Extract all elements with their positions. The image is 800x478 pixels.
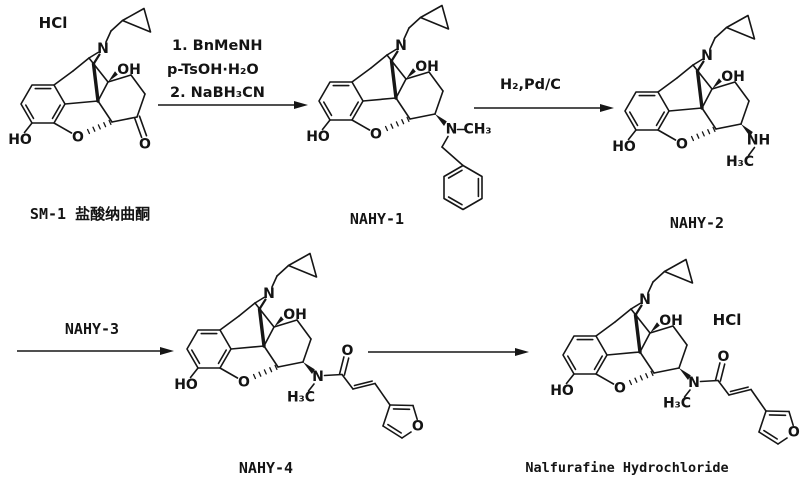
reaction-arrow-2 bbox=[474, 104, 614, 112]
reaction-arrow-1 bbox=[158, 101, 308, 109]
reagent-step1-line1: 1. BnMeNH bbox=[172, 38, 263, 54]
nahy2-methylamino-bonds bbox=[747, 146, 756, 157]
c6-n-wedge-bond bbox=[741, 124, 753, 137]
molecule-nahy4 bbox=[172, 251, 425, 439]
sm1-hcl-label: HCl bbox=[39, 14, 68, 32]
nalfurafine-furanacrylamide bbox=[662, 348, 800, 445]
reagent-step1-line2: p-TsOH·H₂O bbox=[167, 62, 259, 78]
nalfurafine-hcl-label: HCl bbox=[713, 311, 742, 329]
nalfurafine-skeleton bbox=[548, 257, 695, 401]
sm1-skeleton bbox=[6, 6, 153, 150]
reaction-arrow-4 bbox=[368, 348, 529, 356]
arrow-head bbox=[294, 101, 308, 109]
reagent-step2: H₂,Pd/C bbox=[500, 77, 561, 93]
molecule-nahy4-name: NAHY-4 bbox=[239, 459, 293, 477]
arrow-head bbox=[160, 347, 174, 355]
reaction-arrow-3 bbox=[17, 347, 174, 355]
molecule-nahy1-name: NAHY-1 bbox=[350, 210, 404, 228]
arrow-head bbox=[515, 348, 529, 356]
molecule-nalfurafine bbox=[548, 257, 800, 445]
n-methyl-label: H₃C bbox=[726, 154, 754, 170]
ketone-o-atom-label: O bbox=[139, 137, 151, 153]
nh-atom-label: NH bbox=[747, 133, 770, 149]
molecule-sm1-name: SM-1 盐酸纳曲酮 bbox=[30, 205, 150, 223]
molecule-nalfurafine-name: Nalfurafine Hydrochloride bbox=[525, 460, 728, 476]
amine-n-atom-label: N bbox=[446, 122, 458, 138]
molecule-nahy2-name: NAHY-2 bbox=[670, 214, 724, 232]
nahy2-skeleton bbox=[610, 13, 757, 157]
reagent-step3: NAHY-3 bbox=[65, 320, 119, 338]
nahy4-skeleton bbox=[172, 251, 319, 395]
nahy4-furanacrylamide bbox=[286, 342, 425, 439]
molecule-nahy1: N CH₃ bbox=[304, 3, 492, 211]
n-methyl-label: CH₃ bbox=[463, 122, 491, 138]
sm1-ketone-bonds bbox=[133, 115, 148, 139]
arrow-head bbox=[600, 104, 614, 112]
c6-n-wedge-bond bbox=[435, 114, 447, 126]
molecule-sm1: O bbox=[6, 6, 153, 153]
nahy1-benzylamino-bonds bbox=[441, 128, 483, 211]
nahy1-skeleton bbox=[304, 3, 451, 147]
reagent-step1-line3: 2. NaBH₃CN bbox=[170, 85, 265, 101]
molecule-nahy2: NH H₃C bbox=[610, 13, 770, 170]
